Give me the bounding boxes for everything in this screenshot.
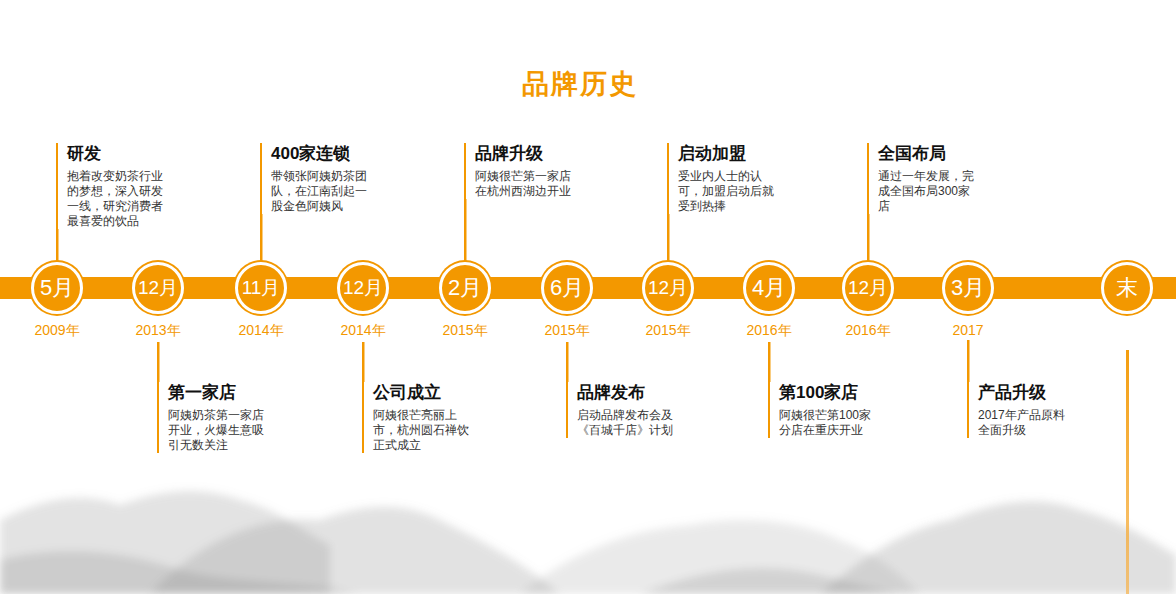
timeline-node: 6月 2015年	[527, 262, 607, 340]
event-body: 阿姨很芒第一家店 在杭州西湖边开业	[475, 169, 575, 199]
month-circle: 12月	[132, 262, 184, 314]
leader-connector	[362, 342, 365, 382]
event-heading: 全国布局	[878, 143, 996, 164]
month-circle: 5月	[31, 262, 83, 314]
event-box: 公司成立阿姨很芒亮丽上 市，杭州圆石禅饮 正式成立	[362, 382, 491, 453]
month-label: 5月	[40, 273, 74, 303]
event-box: 研发抱着改变奶茶行业 的梦想，深入研发 一线，研究消费者 最喜爱的饮品	[56, 143, 185, 229]
event-box: 启动加盟受业内人士的认 可，加盟启动后就 受到热捧	[667, 143, 796, 214]
year-label: 2014年	[238, 322, 283, 340]
event-box: 品牌升级阿姨很芒第一家店 在杭州西湖边开业	[464, 143, 593, 199]
event-heading: 400家连锁	[271, 143, 389, 164]
event-heading: 研发	[67, 143, 185, 164]
event-heading: 品牌发布	[577, 382, 695, 403]
month-label: 12月	[848, 275, 888, 301]
year-label: 2014年	[340, 322, 385, 340]
year-label: 2015年	[645, 322, 690, 340]
timeline-node: 4月 2016年	[729, 262, 809, 340]
event-body: 通过一年发展，完 成全国布局300家 店	[878, 169, 978, 214]
timeline-node: 12月 2016年	[828, 262, 908, 340]
event-body: 启动品牌发布会及 《百城千店》计划	[577, 408, 677, 438]
leader-connector	[157, 342, 160, 382]
leader-connector	[464, 199, 467, 262]
event-box: 产品升级 2017年产品原料 全面升级	[967, 382, 1096, 438]
event-body: 2017年产品原料 全面升级	[978, 408, 1078, 438]
year-label: 2016年	[746, 322, 791, 340]
event-box: 第100家店阿姨很芒第100家 分店在重庆开业	[768, 382, 897, 438]
year-label: 2015年	[544, 322, 589, 340]
year-label: 2015年	[442, 322, 487, 340]
timeline-node: 5月 2009年	[17, 262, 97, 340]
month-label: 3月	[951, 273, 985, 303]
event-heading: 第100家店	[779, 382, 897, 403]
month-circle: 12月	[642, 262, 694, 314]
month-label: 12月	[138, 275, 178, 301]
event-heading: 品牌升级	[475, 143, 593, 164]
month-circle: 12月	[842, 262, 894, 314]
event-box: 第一家店阿姨奶茶第一家店 开业，火爆生意吸 引无数关注	[157, 382, 286, 453]
timeline-node: 末	[1087, 262, 1167, 314]
event-body: 受业内人士的认 可，加盟启动后就 受到热捧	[678, 169, 778, 214]
month-circle: 4月	[743, 262, 795, 314]
month-circle: 6月	[541, 262, 593, 314]
month-circle: 11月	[235, 262, 287, 314]
month-circle: 3月	[942, 262, 994, 314]
leader-connector	[566, 342, 569, 382]
month-label: 末	[1116, 273, 1138, 303]
leader-connector	[967, 340, 970, 382]
month-circle: 末	[1101, 262, 1153, 314]
event-body: 阿姨很芒亮丽上 市，杭州圆石禅饮 正式成立	[373, 408, 473, 453]
end-line	[1126, 350, 1129, 594]
month-label: 12月	[648, 275, 688, 301]
timeline-node: 12月 2013年	[118, 262, 198, 340]
timeline-node: 11月 2014年	[221, 262, 301, 340]
leader-connector	[768, 342, 771, 382]
year-label: 2016年	[845, 322, 890, 340]
ink-mountains	[0, 491, 1176, 594]
timeline-node: 12月 2014年	[323, 262, 403, 340]
event-box: 全国布局通过一年发展，完 成全国布局300家 店	[867, 143, 996, 214]
month-label: 11月	[242, 275, 281, 301]
event-heading: 公司成立	[373, 382, 491, 403]
timeline-node: 12月 2015年	[628, 262, 708, 340]
event-heading: 第一家店	[168, 382, 286, 403]
year-label: 2013年	[135, 322, 180, 340]
leader-connector	[667, 214, 670, 262]
month-label: 6月	[550, 273, 584, 303]
event-heading: 启动加盟	[678, 143, 796, 164]
leader-connector	[56, 229, 59, 262]
event-body: 阿姨奶茶第一家店 开业，火爆生意吸 引无数关注	[168, 408, 268, 453]
event-body: 抱着改变奶茶行业 的梦想，深入研发 一线，研究消费者 最喜爱的饮品	[67, 169, 167, 229]
month-label: 4月	[752, 273, 786, 303]
year-label: 2009年	[34, 322, 79, 340]
diagram-title: 品牌历史	[0, 66, 1160, 102]
timeline-node: 2月 2015年	[425, 262, 505, 340]
month-circle: 12月	[337, 262, 389, 314]
event-heading: 产品升级	[978, 382, 1096, 403]
leader-connector	[260, 214, 263, 262]
year-label: 2017	[952, 322, 983, 338]
event-box: 品牌发布启动品牌发布会及 《百城千店》计划	[566, 382, 695, 438]
timeline-node: 3月 2017	[928, 262, 1008, 338]
leader-connector	[867, 214, 870, 262]
month-label: 2月	[448, 273, 482, 303]
month-label: 12月	[343, 275, 383, 301]
event-body: 带领张阿姨奶茶团 队，在江南刮起一 股金色阿姨风	[271, 169, 371, 214]
event-body: 阿姨很芒第100家 分店在重庆开业	[779, 408, 879, 438]
month-circle: 2月	[439, 262, 491, 314]
event-box: 400家连锁带领张阿姨奶茶团 队，在江南刮起一 股金色阿姨风	[260, 143, 389, 214]
